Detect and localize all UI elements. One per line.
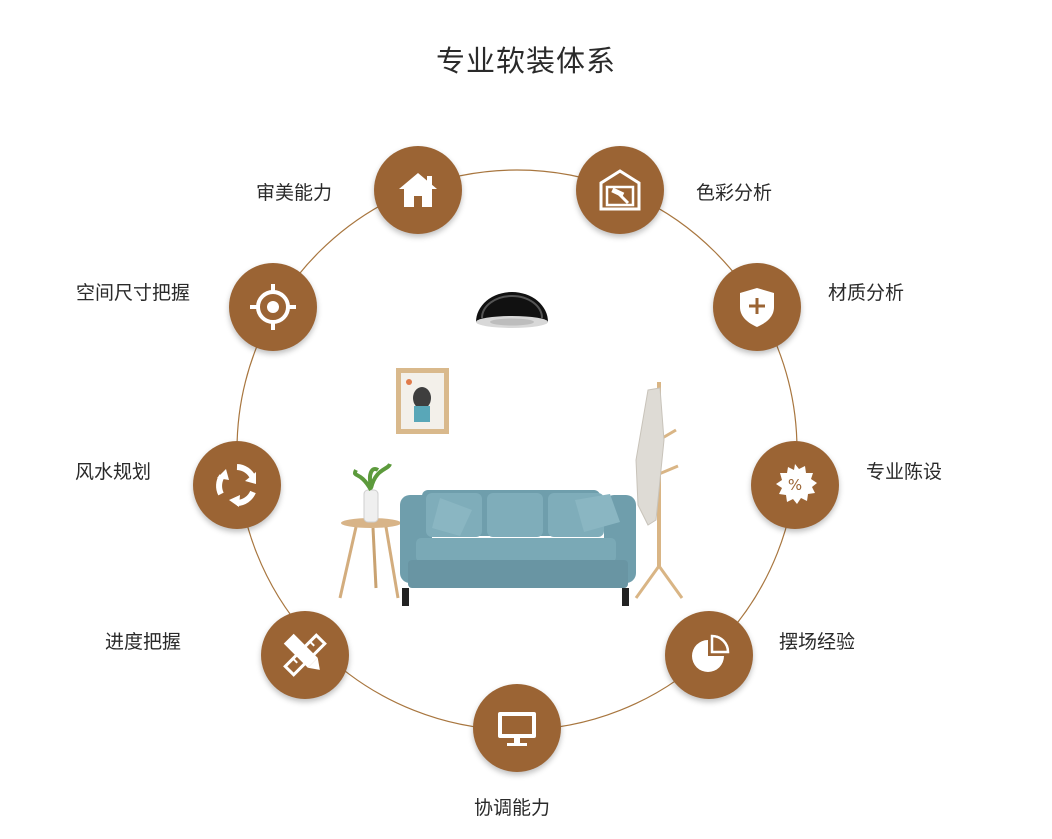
node-pencil-ruler[interactable] <box>261 611 349 699</box>
node-house[interactable] <box>374 146 462 234</box>
shield-plus-icon <box>740 288 774 327</box>
svg-text:%: % <box>788 476 802 494</box>
node-framed-hammer[interactable] <box>576 146 664 234</box>
node-label: 风水规划 <box>75 461 152 483</box>
page-title: 专业软装体系 <box>435 44 616 78</box>
node-label: 摆场经验 <box>779 631 856 653</box>
picture-frame-icon <box>396 368 449 434</box>
pencil-ruler-icon <box>283 633 327 677</box>
framed-hammer-icon <box>599 169 641 211</box>
node-percent-badge[interactable]: % <box>751 441 839 529</box>
node-shield-plus[interactable] <box>713 263 801 351</box>
node-label: 色彩分析 <box>696 182 773 204</box>
node-label: 审美能力 <box>256 182 333 204</box>
node-label: 协调能力 <box>474 797 551 819</box>
pie-chart-icon <box>692 634 730 672</box>
pendant-lamp-icon <box>476 292 548 328</box>
monitor-icon <box>498 712 536 746</box>
node-label: 专业陈设 <box>866 461 943 483</box>
coat-rack-icon <box>634 382 684 599</box>
house-icon <box>399 173 437 207</box>
node-label: 进度把握 <box>105 631 182 653</box>
side-table-icon <box>338 462 401 599</box>
target-icon <box>250 284 296 330</box>
node-label: 空间尺寸把握 <box>76 282 191 304</box>
recycle-arrows-icon <box>216 464 256 507</box>
node-pie-chart[interactable] <box>665 611 753 699</box>
node-label: 材质分析 <box>828 282 905 304</box>
percent-badge-icon: % <box>776 464 817 504</box>
node-target[interactable] <box>229 263 317 351</box>
node-recycle-arrows[interactable] <box>193 441 281 529</box>
sofa-icon <box>400 490 636 606</box>
node-monitor[interactable] <box>473 684 561 772</box>
